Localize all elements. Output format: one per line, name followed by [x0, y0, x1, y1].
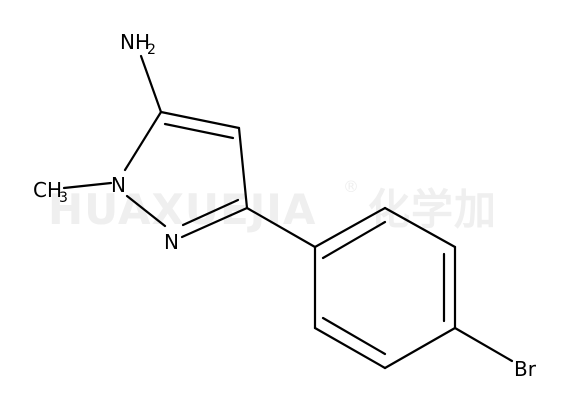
bond-ph-c5-c6: [313, 326, 387, 370]
bond-c5-c4-double: [163, 122, 235, 140]
bond-n2-n1: [125, 194, 167, 228]
bond-n1-ch3: [62, 181, 113, 190]
bond-c3-n2-double: [181, 198, 240, 227]
atom-nh2: NH 2: [120, 30, 156, 58]
atom-nh2-symbol: NH: [120, 30, 150, 54]
atom-br: Br: [514, 357, 537, 381]
bond-c3-n2: [180, 206, 249, 239]
atom-nh2-subscript: 2: [147, 42, 156, 58]
atom-n1: N: [111, 173, 126, 197]
watermark-text: HUAXUEJIA: [48, 185, 316, 234]
atom-labels: NH 2 N N CH 3 Br: [33, 30, 537, 381]
bond-c3-phenyl: [245, 206, 317, 249]
atom-ch3: CH 3: [33, 178, 68, 206]
bond-c4-c3: [237, 126, 249, 210]
atom-n2: N: [164, 230, 179, 254]
bond-ph-c1-c2-double: [321, 220, 387, 260]
atom-ch3-symbol: CH: [33, 178, 62, 202]
bond-ph-c4-c5: [383, 326, 457, 370]
bond-c5-c4: [159, 110, 241, 130]
bonds: [62, 54, 514, 370]
bond-ph-c1-c2: [313, 206, 387, 249]
bond-ph-c2-c3: [383, 206, 457, 249]
watermark-registered-mark: ®: [343, 177, 359, 196]
bond-c4-br: [453, 326, 514, 363]
atom-ch3-subscript: 3: [59, 190, 68, 206]
bond-n1-c5: [123, 110, 163, 172]
bond-nh2-c5: [139, 54, 163, 114]
bond-ph-c5-c6-double: [321, 316, 387, 356]
